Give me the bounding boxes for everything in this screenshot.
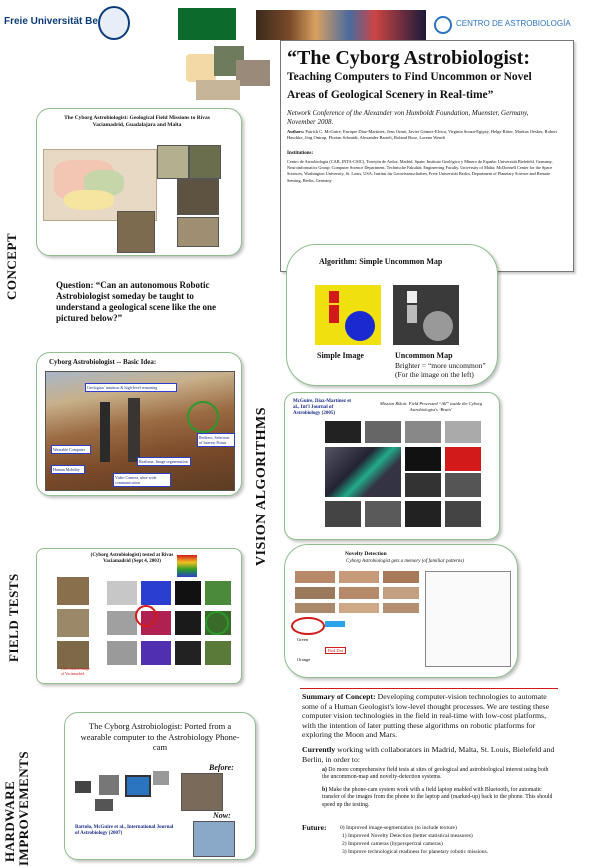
basic-idea-title: Cyborg Astrobiologist -- Basic Idea: bbox=[49, 358, 157, 366]
uncommon-map-panel: Algorithm: Simple Uncommon Map Simple Im… bbox=[286, 244, 498, 386]
poster-title-line1: “The Cyborg Astrobiologist: bbox=[287, 47, 530, 69]
currently-body: working with collaborators in Madrid, Ma… bbox=[302, 745, 555, 764]
uncommon-map-title: Algorithm: Simple Uncommon Map bbox=[319, 257, 443, 266]
hardware-now-label: Now: bbox=[213, 811, 231, 820]
item-a-text: Do more comprehensive field tests at sit… bbox=[322, 767, 549, 781]
astronomy-banner-image bbox=[256, 10, 426, 40]
hardware-title: The Cyborg Astrobiologist: Ported from a… bbox=[80, 721, 240, 752]
hardware-citation: Bartolo, McGuire et al., International J… bbox=[75, 825, 174, 836]
before-photo bbox=[181, 773, 223, 811]
color-legend-icon bbox=[177, 555, 197, 577]
interest-circle bbox=[187, 401, 219, 433]
novelty-image-strip bbox=[295, 571, 419, 613]
field-tests-panel: (Cyborg Astrobiologist) tested at Rivas … bbox=[36, 548, 242, 684]
field-tests-side-text: Last camera image of Vaciamadrid bbox=[61, 667, 90, 676]
fu-berlin-logo: Freie Universität Berlin bbox=[4, 6, 154, 42]
novelty-row-green: Green bbox=[297, 637, 308, 642]
field-photo-2 bbox=[177, 179, 219, 215]
simple-image-label: Simple Image bbox=[317, 351, 364, 360]
poster-title-line3: Areas of Geological Scenery in Real-time… bbox=[287, 89, 494, 101]
cab-logo: CENTRO DE ASTROBIOLOGÍA bbox=[434, 14, 594, 36]
brighter-text: Brighter = “more uncommon” bbox=[395, 361, 486, 370]
field-missions-title: The Cyborg Astrobiologist: Geological Fi… bbox=[64, 115, 210, 128]
future-item-1: 1) Improved Novelty Detection (better st… bbox=[342, 833, 473, 839]
novelty-row-orange: Orange bbox=[297, 657, 311, 662]
idea-label-wearable: Wearable Computer bbox=[51, 445, 91, 454]
novelty-subtitle: Cyborg Astrobiologist gets a memory (of … bbox=[345, 559, 464, 564]
authors-label: Authors: bbox=[287, 129, 305, 134]
label-field-tests: FIELD TESTS bbox=[6, 573, 21, 662]
poster-title-line2: Teaching Computers to Find Uncommon or N… bbox=[287, 71, 532, 83]
simple-image bbox=[315, 285, 381, 345]
novelty-stats-box bbox=[425, 571, 511, 667]
item-b-text: Make the phone-cam system work with a fi… bbox=[322, 787, 553, 808]
reference-1-caption: Mission Rikoti: Field Processed “All” in… bbox=[379, 401, 483, 412]
novelty-detection-panel: Novelty Detection Cyborg Astrobiologist … bbox=[284, 544, 518, 678]
fu-seal-icon bbox=[98, 6, 130, 40]
cyborg-collage-image bbox=[186, 46, 270, 102]
institutions-text: Centro de Astrobiología (CAB, INTA-CSIC)… bbox=[287, 159, 553, 183]
novelty-arrow-icon bbox=[325, 621, 345, 627]
cab-logo-icon bbox=[434, 16, 452, 34]
idea-label-interest-points: Redirect, Selection of Interest Points bbox=[197, 433, 235, 447]
item-b-label: b) bbox=[322, 787, 328, 793]
fu-berlin-name: Freie Universität Berlin bbox=[4, 16, 114, 27]
phone-cam-photo bbox=[193, 821, 235, 857]
idea-label-camera: Video Camera, ultra-wide communication bbox=[113, 473, 171, 487]
label-improvements: IMPROVEMENTS bbox=[16, 750, 31, 866]
field-missions-panel: The Cyborg Astrobiologist: Geological Fi… bbox=[36, 108, 242, 256]
hardware-before-label: Before: bbox=[209, 763, 234, 772]
summary-section: Summary of Concept: Developing computer-… bbox=[300, 688, 558, 865]
wearable-hardware-diagram bbox=[75, 765, 171, 811]
title-box: “The Cyborg Astrobiologist: Teaching Com… bbox=[280, 40, 574, 272]
novelty-row-red-dot: Red Dot bbox=[325, 647, 347, 654]
field-processing-panel: McGuire, Díaz-Martínez et al., Int'l Jou… bbox=[284, 392, 500, 540]
question-text: Question: “Can an autonomous Robotic Ast… bbox=[56, 280, 216, 323]
authors-text: Patrick C. McGuire, Enrique Díaz-Martíne… bbox=[287, 129, 557, 140]
cab-name: CENTRO DE ASTROBIOLOGÍA bbox=[456, 19, 571, 28]
field-tests-title: (Cyborg Astrobiologist) tested at Rivas … bbox=[90, 553, 174, 564]
idea-label-mobility: Human Mobility bbox=[51, 465, 85, 474]
novelty-red-ellipse bbox=[291, 617, 325, 635]
label-concept: CONCEPT bbox=[4, 232, 19, 300]
spain-map-image bbox=[43, 149, 157, 221]
idea-label-geologist: Geologists' intuition & high-level reaso… bbox=[85, 383, 177, 392]
label-vision-algorithms: VISION ALGORITHMS bbox=[254, 406, 269, 566]
field-circle-1 bbox=[135, 605, 157, 627]
future-lead: Future: bbox=[302, 823, 327, 832]
currently-lead: Currently bbox=[302, 745, 336, 754]
idea-label-segmentation: Realtime, Image segmentation bbox=[137, 457, 191, 466]
field-circle-2 bbox=[205, 611, 229, 635]
hardware-panel: The Cyborg Astrobiologist: Ported from a… bbox=[64, 712, 256, 860]
uncommon-map-label: Uncommon Map bbox=[395, 351, 453, 360]
summary-lead: Summary of Concept: bbox=[302, 692, 376, 701]
reference-1: McGuire, Díaz-Martínez et al., Int'l Jou… bbox=[293, 399, 352, 416]
novelty-title: Novelty Detection bbox=[345, 551, 387, 557]
summary-body: Developing computer-vision technologies … bbox=[302, 692, 550, 740]
for-image-text: (For the image on the left) bbox=[395, 370, 474, 379]
malta-photo bbox=[157, 145, 189, 179]
institutions-label: Institutions: bbox=[287, 151, 314, 156]
field-photo-3 bbox=[117, 211, 155, 253]
partner-logo-green bbox=[178, 8, 236, 40]
uncommon-map-image bbox=[393, 285, 459, 345]
future-item-2: 2) Improved cameras (hyperspectral camer… bbox=[342, 841, 443, 847]
field-photo-4 bbox=[177, 217, 219, 247]
future-item-0: 0) Improved image-segmentation (to inclu… bbox=[340, 825, 457, 831]
item-a-label: a) bbox=[322, 767, 327, 773]
conference-text: Network Conference of the Alexander von … bbox=[287, 109, 529, 126]
future-item-3: 3) Improve technological readiness for p… bbox=[342, 849, 489, 855]
field-photo-1 bbox=[189, 145, 221, 179]
processing-image-grid bbox=[325, 421, 493, 533]
basic-idea-panel: Cyborg Astrobiologist -- Basic Idea: Geo… bbox=[36, 352, 242, 496]
